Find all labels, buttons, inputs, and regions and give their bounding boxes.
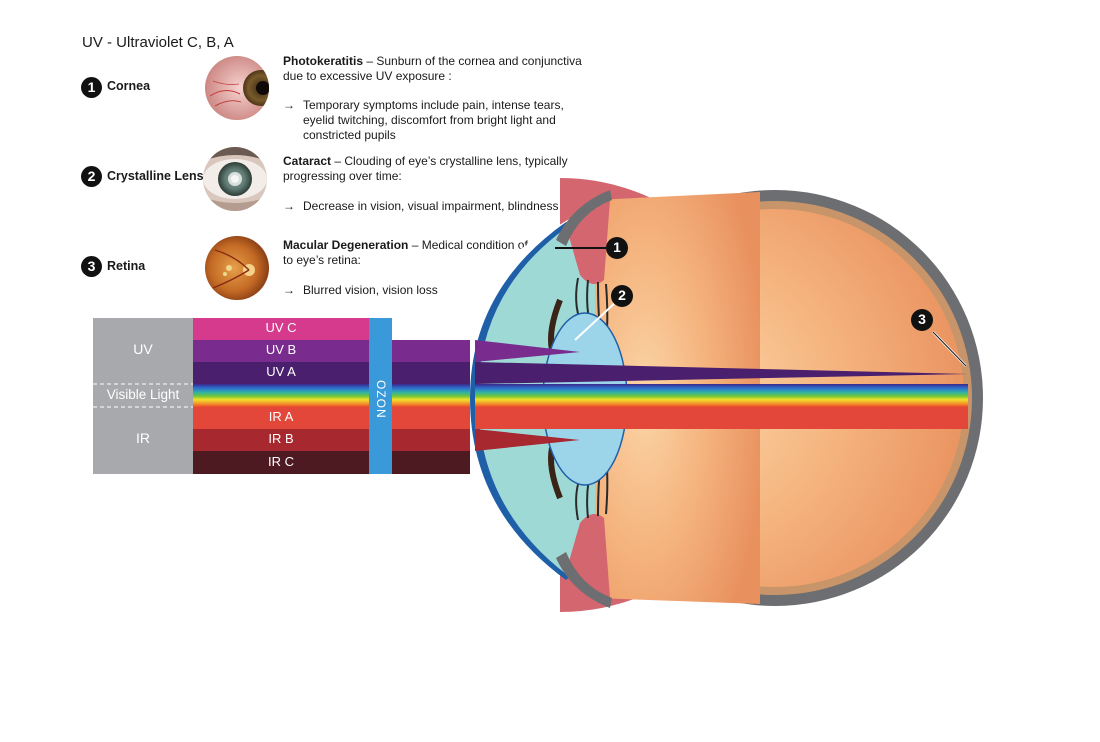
band-ira-transmitted <box>392 407 475 429</box>
ray-ira <box>475 407 968 429</box>
band-label-irb: IR B <box>193 431 369 446</box>
eye-callout-number-2: 2 <box>611 287 633 303</box>
group-label-ir: IR <box>93 430 193 446</box>
band-label-ira: IR A <box>193 409 369 424</box>
band-uva-transmitted <box>392 362 475 384</box>
eye-callout-number-1: 1 <box>606 239 628 255</box>
ray-visible <box>475 384 968 407</box>
band-label-uvc: UV C <box>193 320 369 335</box>
band-uvb-transmitted <box>392 340 475 362</box>
band-label-uvb: UV B <box>193 342 369 357</box>
band-label-irc: IR C <box>193 454 369 469</box>
group-label-uv: UV <box>93 341 193 357</box>
band-irc-transmitted <box>392 451 475 474</box>
group-label-visible: Visible Light <box>93 387 193 402</box>
eye-callout-number-3: 3 <box>911 311 933 327</box>
band-irb-transmitted <box>392 429 475 451</box>
ozone-label: OZON <box>374 380 388 410</box>
band-visible <box>193 384 369 407</box>
band-visible-transmitted <box>392 384 475 407</box>
band-label-uva: UV A <box>193 364 369 379</box>
